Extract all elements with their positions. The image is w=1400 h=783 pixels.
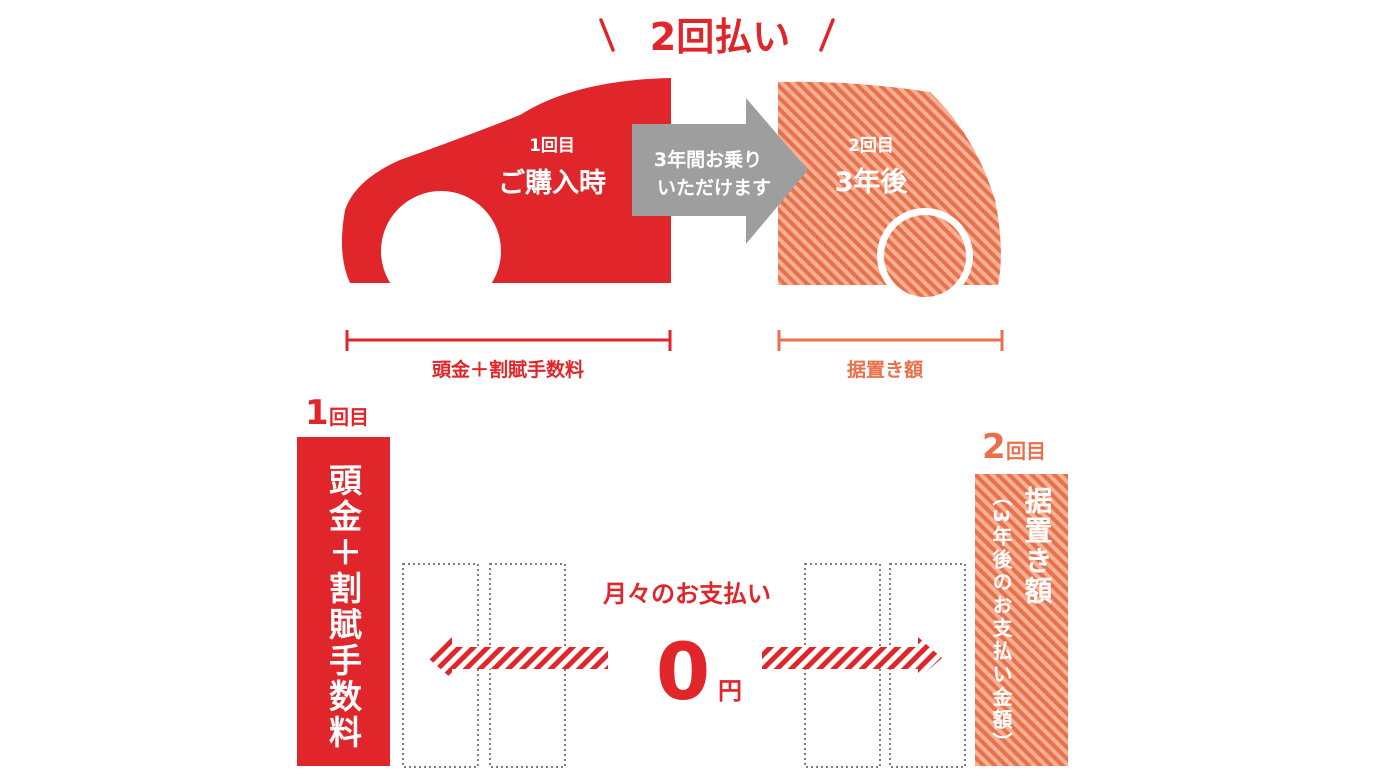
middle-arrow-line1: 3年間お乗り <box>654 148 762 171</box>
monthly-arrows <box>428 637 942 679</box>
second-payment: 2 回目 据置き額 （3年後のお支払い金額） <box>975 427 1068 766</box>
car-front-wheel <box>398 208 484 294</box>
second-payment-bar <box>975 474 1068 766</box>
car-back: 2回目 3年後 <box>778 81 1001 304</box>
middle-arrow: 3年間お乗り いただけます <box>632 98 808 244</box>
bracket-second-label: 据置き額 <box>847 358 923 381</box>
first-payment-unit: 回目 <box>329 405 369 429</box>
first-payment-bar <box>297 437 390 766</box>
monthly-payment: 月々のお支払い 0 円 <box>602 580 771 718</box>
car-front-timing-label: ご購入時 <box>498 167 606 199</box>
car-front-count-label: 1回目 <box>529 136 575 156</box>
bracket-first-label: 頭金＋割賦手数料 <box>432 358 584 381</box>
middle-arrow-line2: いただけます <box>657 177 771 199</box>
car-front: 1回目 ご購入時 <box>341 78 671 311</box>
monthly-payment-label: 月々のお支払い <box>602 580 771 608</box>
second-payment-bar-sub: （3年後のお支払い金額） <box>989 486 1013 752</box>
first-payment: 1 回目 頭金＋割賦手数料 <box>297 393 390 766</box>
car-back-timing-label: 3年後 <box>835 166 909 198</box>
heading-group: 2回払い <box>599 15 835 59</box>
heading-title: 2回払い <box>650 15 790 59</box>
monthly-payment-unit: 円 <box>718 677 742 705</box>
heading-left-tick <box>599 18 615 52</box>
second-payment-number: 2 <box>982 427 1006 467</box>
middle-arrow-shape <box>632 98 808 244</box>
second-payment-unit: 回目 <box>1006 439 1046 463</box>
second-payment-bar-main: 据置き額 <box>1021 486 1054 606</box>
car-back-count-label: 2回目 <box>848 136 894 156</box>
left-hatched-arrow <box>428 637 608 679</box>
monthly-payment-amount: 0 <box>656 628 710 718</box>
first-payment-number: 1 <box>305 393 329 433</box>
first-payment-bar-text: 頭金＋割賦手数料 <box>324 463 364 751</box>
bracket-first: 頭金＋割賦手数料 <box>345 330 672 381</box>
right-hatched-arrow <box>762 637 942 679</box>
bracket-second: 据置き額 <box>777 330 1004 381</box>
car-back-wheel-hub <box>884 215 966 297</box>
heading-right-tick <box>819 18 835 52</box>
month-box <box>889 563 966 768</box>
